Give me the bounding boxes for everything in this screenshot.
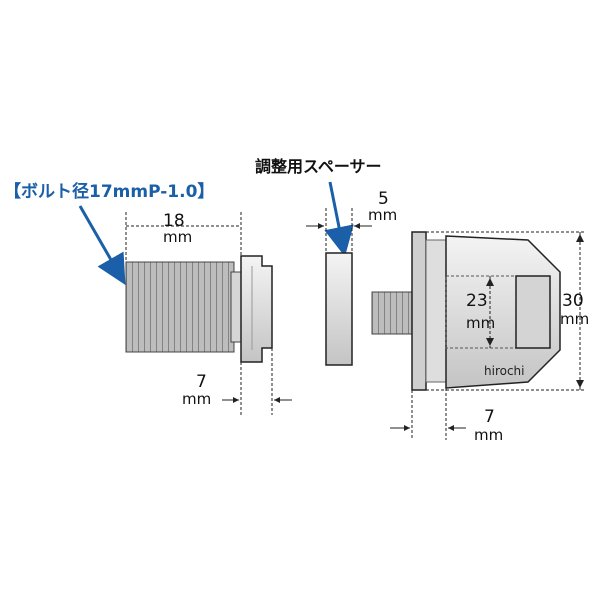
bolt-spec-label: 【ボルト径17mmP-1.0】 [4, 181, 214, 202]
dim-cap-unit: mm [474, 426, 503, 444]
dim-inner-val: 23 [466, 291, 488, 311]
cap-flange [411, 231, 427, 391]
dim-bolt-head: 7 mm [182, 348, 292, 415]
dim-outer-unit: mm [560, 310, 589, 328]
cap-end [515, 275, 551, 349]
bolt-head [240, 255, 273, 363]
spacer [325, 252, 353, 366]
watermark: hirochi [484, 364, 525, 378]
dim-inner: 23 mm [466, 276, 495, 348]
spacer-label: 調整用スペーサー [255, 157, 382, 176]
dim-bolt-length-val: 18 [163, 211, 185, 231]
bolt-spec-arrow [78, 205, 126, 285]
dim-bolt-head-unit: mm [182, 390, 211, 408]
dim-inner-unit: mm [466, 314, 495, 332]
dim-bolt-length-unit: mm [163, 228, 192, 246]
dim-spacer-val: 5 [378, 189, 389, 209]
dim-bolt-length: 18 mm [125, 211, 242, 262]
dim-cap: 7 mm [390, 388, 503, 444]
dim-bolt-head-val: 7 [196, 372, 207, 392]
dim-outer-val: 30 [562, 291, 584, 311]
bar-end-cap [371, 231, 561, 391]
bolt-neck [230, 271, 242, 343]
cap-ring [425, 239, 447, 383]
dim-outer: 30 mm [426, 231, 589, 391]
spacer-arrow [324, 181, 354, 257]
bolt [125, 255, 273, 363]
cap-stud [371, 291, 415, 335]
bolt-thread [125, 261, 235, 353]
dim-spacer: 5 mm [306, 189, 397, 253]
dim-cap-val: 7 [484, 407, 495, 427]
dim-spacer-unit: mm [368, 206, 397, 224]
